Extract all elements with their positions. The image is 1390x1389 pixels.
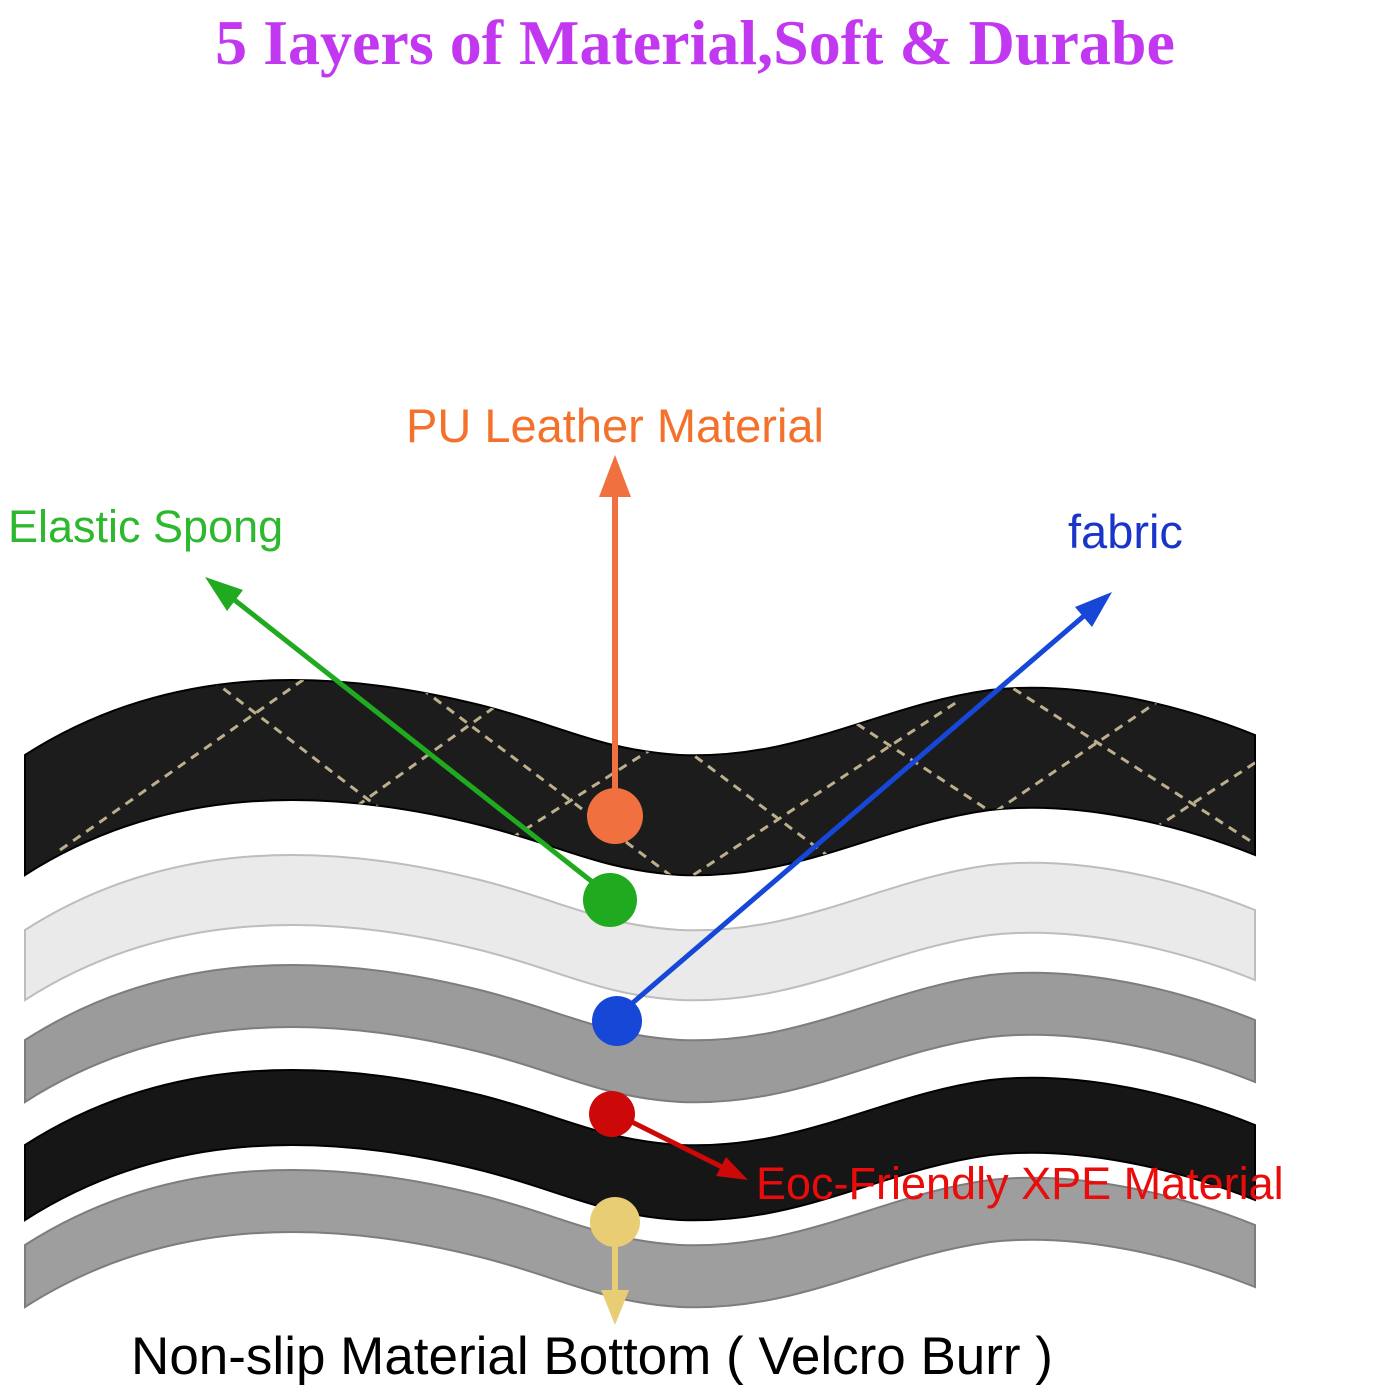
fabric-arrow — [620, 592, 1112, 1014]
page-title: 5 Iayers of Material,Soft & Durabe — [215, 7, 1175, 78]
xpe-label: Eoc-Friendly XPE Material — [756, 1158, 1284, 1209]
pu-leather-label: PU Leather Material — [406, 399, 824, 452]
non-slip-dot — [590, 1197, 640, 1247]
fabric-label: fabric — [1068, 505, 1183, 558]
non-slip-label: Non-slip Material Bottom ( Velcro Burr ) — [131, 1327, 1053, 1386]
xpe-arrow — [626, 1117, 748, 1180]
elastic-sponge-label: Elastic Spong — [8, 501, 284, 552]
elastic-sponge-arrow — [205, 577, 602, 890]
fabric-dot — [592, 996, 642, 1046]
non-slip-bottom-layer — [24, 1169, 1256, 1309]
fabric-layer — [24, 964, 1256, 1104]
pu-leather-arrow — [599, 455, 631, 800]
elastic-sponge-layer — [24, 854, 1256, 1002]
pu-leather-layer — [24, 679, 1256, 877]
xpe-layer — [24, 1069, 1256, 1222]
xpe-dot — [589, 1091, 635, 1137]
pu-leather-dot — [587, 788, 643, 844]
elastic-sponge-dot — [583, 873, 637, 927]
non-slip-arrow — [601, 1240, 629, 1325]
